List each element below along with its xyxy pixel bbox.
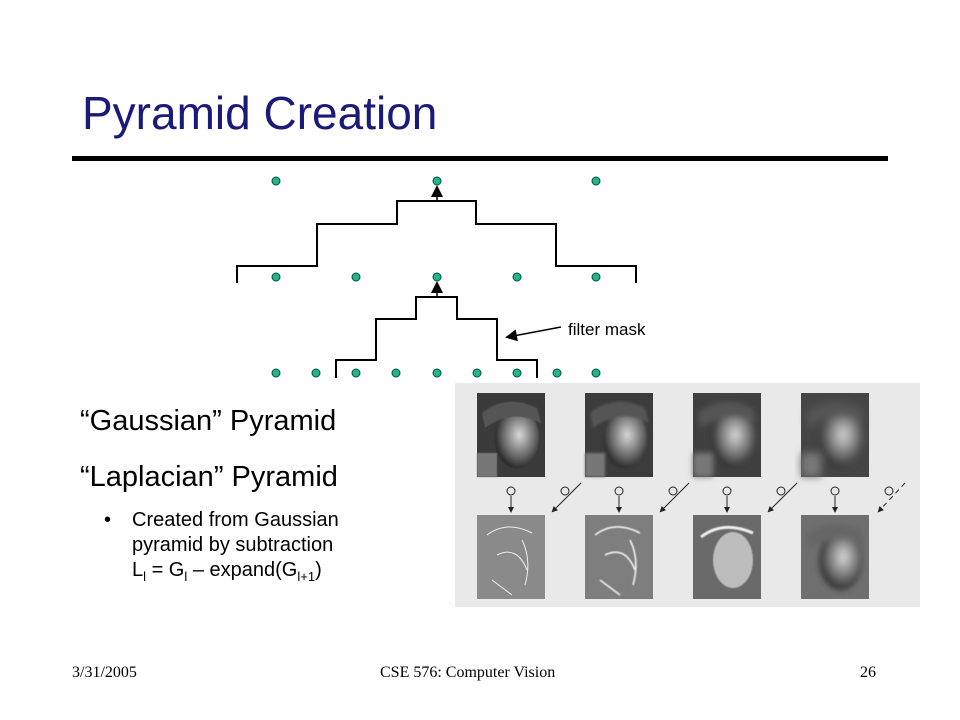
slide-title: Pyramid Creation (82, 87, 438, 139)
bullet-gaussian-pyramid: “Gaussian” Pyramid (80, 405, 337, 437)
lena-pyramid-figure (455, 383, 920, 607)
filter-mask-upper (236, 200, 637, 283)
filter-mask-pointer (505, 326, 562, 342)
footer-date: 3/31/2005 (72, 664, 137, 681)
sub-bullet-line-2: pyramid by subtraction (132, 534, 334, 556)
lena-pyramid-image (477, 393, 906, 599)
title-underline (72, 156, 888, 161)
sub-bullet-laplacian-definition: • Created from Gaussian pyramid by subtr… (104, 508, 339, 584)
pyramid-level-top (271, 176, 601, 186)
bullet-marker: • (104, 509, 112, 531)
pyramid-level-bottom (271, 368, 601, 378)
filter-mask-label: filter mask (568, 320, 646, 339)
filter-mask-lower (335, 296, 538, 378)
bullet-laplacian-pyramid: “Laplacian” Pyramid (80, 461, 338, 493)
footer-course: CSE 576: Computer Vision (380, 664, 556, 681)
subtraction-operators (506, 482, 906, 513)
sub-bullet-line-1: Created from Gaussian (132, 509, 339, 531)
pyramid-level-middle (271, 272, 601, 282)
gaussian-row (477, 393, 869, 477)
footer-page-number: 26 (860, 664, 876, 681)
laplacian-formula: Ll = Gl – expand(Gl+1) (132, 559, 322, 584)
laplacian-row (477, 515, 869, 599)
